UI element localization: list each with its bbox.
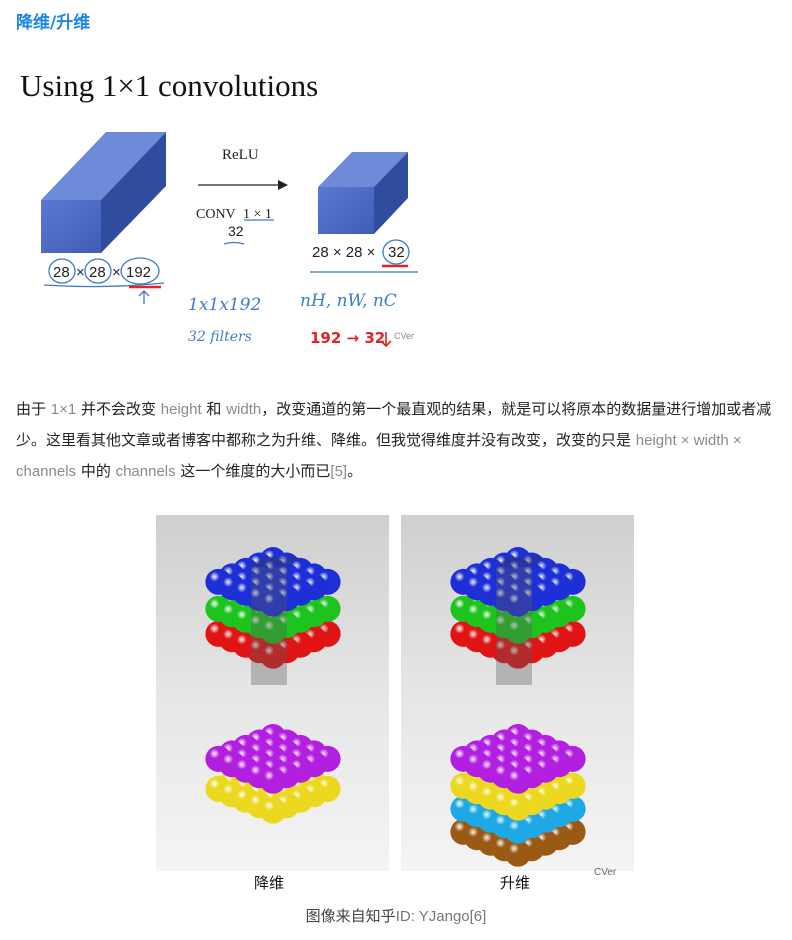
label-reduce: 降维: [254, 874, 284, 892]
sphere: [505, 617, 531, 644]
conv-filters: 32: [228, 223, 244, 239]
conv-kernel: 1 × 1: [243, 207, 272, 222]
label-expand: 升维: [500, 874, 530, 892]
sphere: [260, 797, 286, 824]
figure-watermark: CVer: [594, 867, 617, 878]
note-reduce: 192 → 32: [310, 329, 385, 347]
input-volume: [41, 132, 166, 253]
slide-diagram: Using 1×1 convolutions ReLU CONV 1 × 1 3…: [20, 68, 418, 348]
dim-times-2: ×: [112, 264, 121, 281]
output-channels: 32: [388, 244, 405, 261]
sphere: [505, 590, 531, 617]
left-blue-layer: [205, 547, 341, 617]
conv-label: CONV: [196, 207, 236, 222]
sphere: [505, 817, 531, 844]
relu-label: ReLU: [222, 147, 259, 163]
note-filters: 32 filters: [188, 329, 252, 345]
input-dim-h: 28: [53, 264, 70, 281]
slide-watermark: CVer: [394, 331, 414, 341]
slide-image: Using 1×1 convolutions ReLU CONV 1 × 1 3…: [16, 60, 434, 356]
note-dims: nH, nW, nC: [300, 291, 397, 311]
left-kernel: [251, 557, 299, 685]
figure-caption: 图像来自知乎ID: YJango[6]: [305, 907, 487, 925]
body-paragraph: 由于 1×1 并不会改变 height 和 width，改变通道的第一个最直观的…: [16, 400, 772, 480]
sphere: [260, 767, 286, 794]
relu-arrow: [198, 180, 288, 190]
right-kernel: [496, 557, 544, 685]
sphere: [260, 590, 286, 617]
sphere: [505, 794, 531, 821]
slide-title: Using 1×1 convolutions: [20, 68, 318, 103]
dim-times-1: ×: [76, 264, 85, 281]
note-kernel: 1x1x192: [188, 295, 261, 315]
sphere-illustration: 降维 升维 CVer: [156, 515, 634, 892]
sphere: [505, 642, 531, 669]
right-blue-layer: [450, 547, 586, 617]
output-volume: [318, 152, 408, 234]
section-heading: 降维/升维: [16, 13, 91, 33]
sphere: [505, 767, 531, 794]
sphere: [260, 642, 286, 669]
right-purple-layer: [450, 724, 586, 794]
input-dim-c: 192: [126, 264, 151, 281]
left-purple-layer: [205, 724, 341, 794]
input-dim-w: 28: [89, 264, 106, 281]
output-dims: 28 × 28 ×: [312, 244, 375, 261]
sphere: [505, 840, 531, 867]
sphere-figure: 降维 升维 CVer: [156, 515, 636, 895]
sphere: [260, 617, 286, 644]
